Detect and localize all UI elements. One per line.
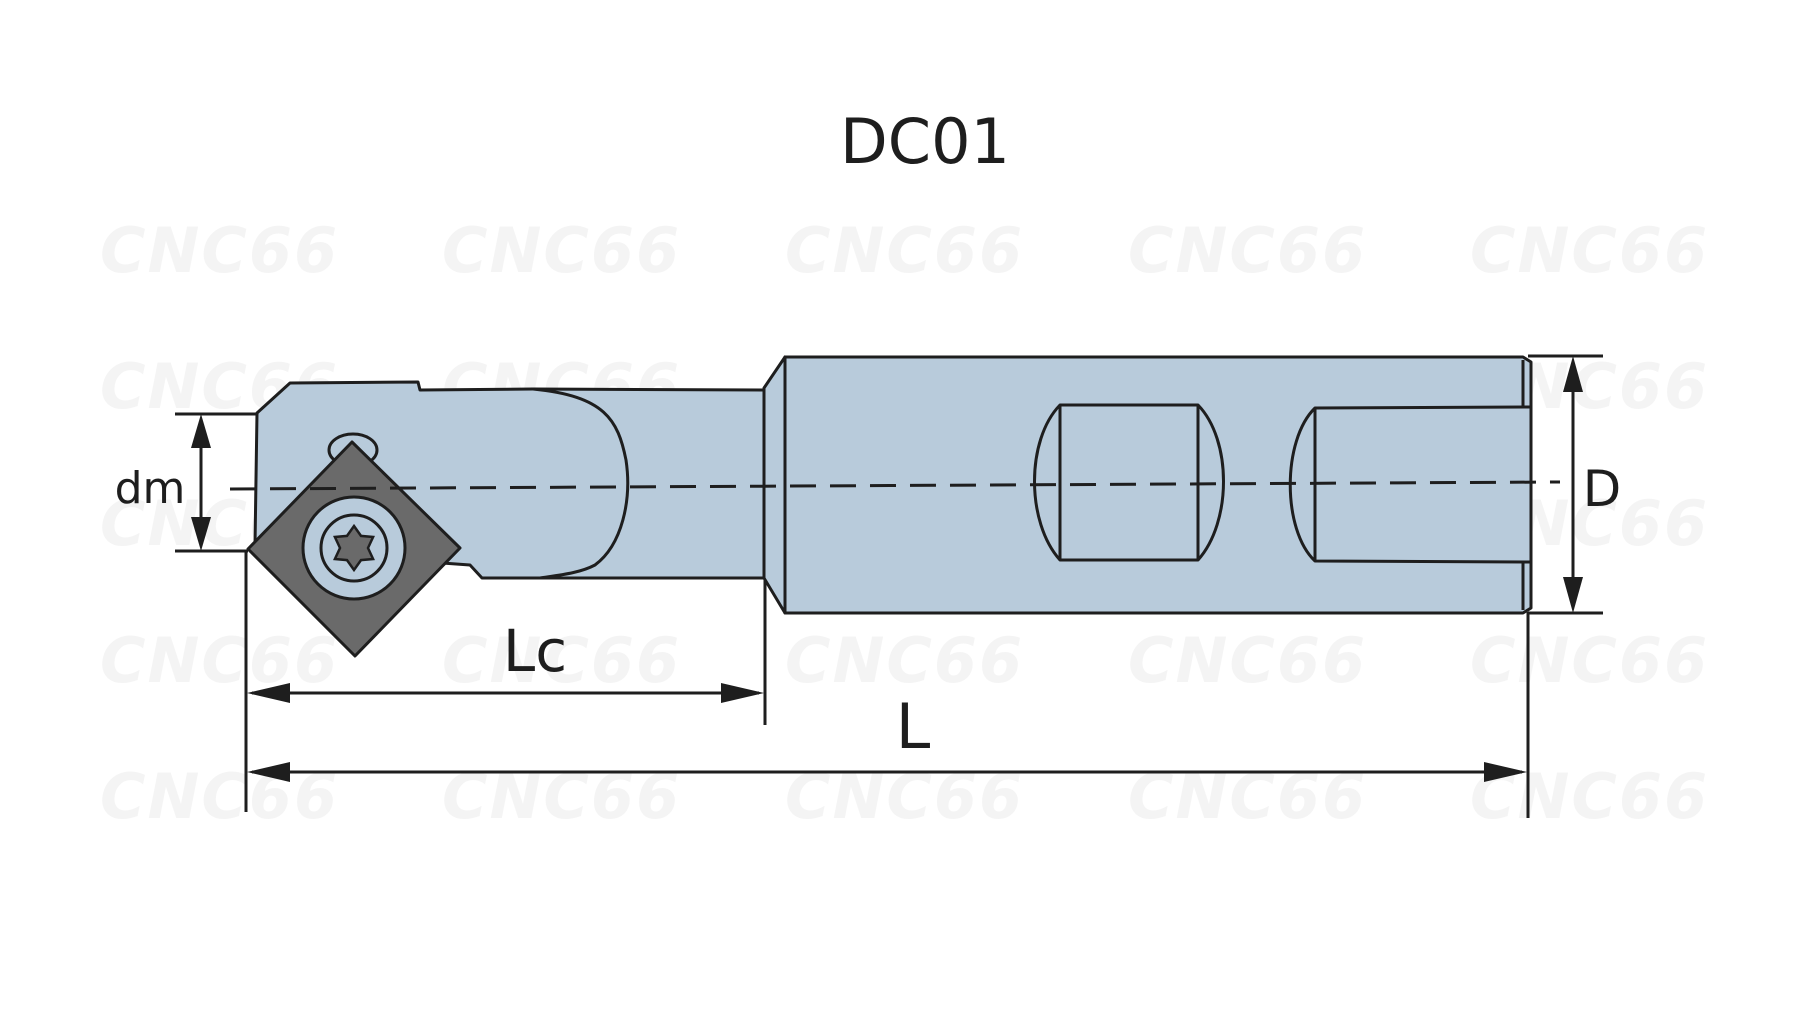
head-relief-curve [532,387,630,580]
watermark-text: CNC66 [100,214,339,287]
watermark-text: CNC66 [442,214,681,287]
watermark-text: CNC66 [1470,624,1709,697]
drawing-title: DC01 [840,105,1010,178]
L-label: L [896,690,931,763]
watermark-text: CNC66 [785,214,1024,287]
watermark-text: CNC66 [100,624,339,697]
square-insert-icon [246,440,462,658]
center-line [229,480,1561,491]
watermark-text: CNC66 [442,624,681,697]
Lc-label: Lc [503,617,567,685]
watermark-text: CNC66 [1128,624,1367,697]
watermark-text: CNC66 [785,624,1024,697]
dimension-lines [175,354,1603,818]
dm-label: dm [115,463,186,514]
watermark-text: CNC66 [1470,214,1709,287]
D-label: D [1583,460,1622,518]
watermark-text: CNC66 [1128,214,1367,287]
torx-screw-icon [333,523,375,573]
